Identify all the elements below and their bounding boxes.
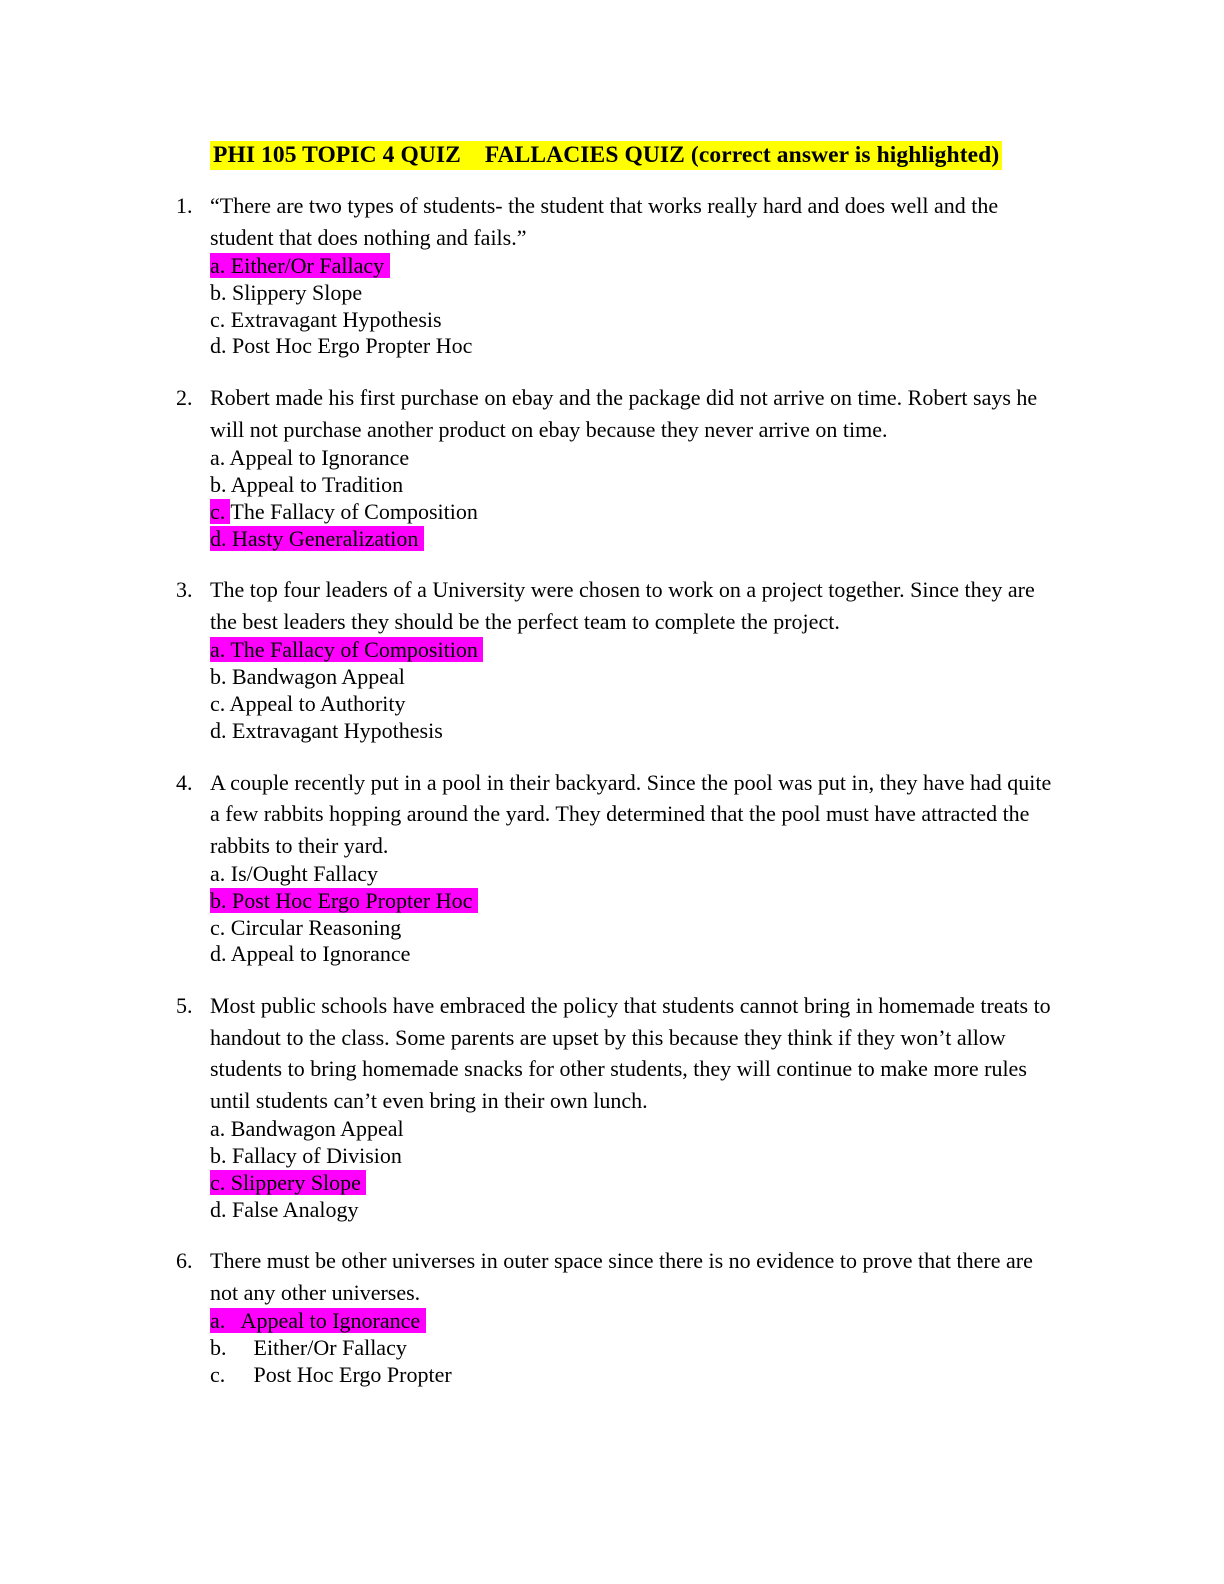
question-body: A couple recently put in a pool in their… <box>210 767 1065 969</box>
question-body: There must be other universes in outer s… <box>210 1245 1065 1388</box>
answer-option-label: c. <box>210 306 226 332</box>
answer-option[interactable]: b. Fallacy of Division <box>210 1143 1065 1170</box>
answer-option-text: Bandwagon Appeal <box>225 1116 404 1142</box>
answer-option-label: c. <box>210 690 226 716</box>
answer-option-text: Appeal to Ignorance <box>226 941 411 967</box>
answer-option[interactable]: d. False Analogy <box>210 1197 1065 1224</box>
answer-option[interactable]: a. Appeal to Ignorance <box>210 445 1065 472</box>
answer-option-label: d. <box>210 717 227 743</box>
question-block: 3. The top four leaders of a University w… <box>0 574 1224 744</box>
correct-answer-highlight: c. Slippery Slope <box>210 1169 367 1195</box>
question-stem: A couple recently put in a pool in their… <box>210 769 1052 858</box>
correct-answer-highlight: b. Post Hoc Ergo Propter Hoc <box>210 887 478 913</box>
answer-option-label: a. <box>210 1116 226 1142</box>
answer-option[interactable]: d. Post Hoc Ergo Propter Hoc <box>210 333 1065 360</box>
answer-option-label: b. <box>210 1143 227 1169</box>
question-block: 1. “There are two types of students- the … <box>0 190 1224 360</box>
question-block: 5. Most public schools have embraced the … <box>0 990 1224 1223</box>
answer-option-text: Appeal to Ignorance <box>225 445 410 471</box>
question-list: 1. “There are two types of students- the … <box>0 190 1224 1411</box>
answer-option-label: d. <box>210 1196 227 1222</box>
answer-option-text: Appeal to Authority <box>225 690 406 716</box>
answer-option-list: a. The Fallacy of Composition b. Bandwag… <box>210 637 1065 744</box>
question-stem: “There are two types of students- the st… <box>210 193 999 250</box>
answer-option-label: d. <box>210 941 227 967</box>
answer-option-label: b. <box>210 1335 227 1361</box>
answer-option[interactable]: c. Circular Reasoning <box>210 915 1065 942</box>
answer-option[interactable]: a. Is/Ought Fallacy <box>210 861 1065 888</box>
question-stem: Robert made his first purchase on ebay a… <box>210 385 1038 442</box>
answer-option[interactable]: b. Either/Or Fallacy <box>210 1335 1065 1362</box>
answer-option[interactable]: b. Bandwagon Appeal <box>210 664 1065 691</box>
answer-option-label: a. <box>210 445 226 471</box>
answer-option[interactable]: c. The Fallacy of Composition <box>210 498 1065 526</box>
question-body: “There are two types of students- the st… <box>210 190 1065 360</box>
answer-option-label: c. <box>210 1362 226 1388</box>
answer-option-text: Extravagant Hypothesis <box>225 306 442 332</box>
answer-option-text: Either/Or Fallacy <box>248 1335 407 1361</box>
question-number: 5. <box>176 993 193 1019</box>
question-stem: Most public schools have embraced the po… <box>210 993 1051 1113</box>
answer-option-label: b. <box>210 279 227 305</box>
question-body: Most public schools have embraced the po… <box>210 990 1065 1223</box>
question-number: 3. <box>176 577 193 603</box>
answer-option-text: Bandwagon Appeal <box>226 664 405 690</box>
answer-option-text: Circular Reasoning <box>225 914 402 940</box>
question-number: 4. <box>176 769 193 795</box>
question-stem: The top four leaders of a University wer… <box>210 577 1035 634</box>
answer-option-text: Slippery Slope <box>226 279 363 305</box>
answer-option[interactable]: c. Extravagant Hypothesis <box>210 307 1065 334</box>
answer-option-text: Extravagant Hypothesis <box>226 717 443 743</box>
question-number: 1. <box>176 193 193 218</box>
answer-option-text: Fallacy of Division <box>226 1143 402 1169</box>
correct-answer-highlight: a. Either/Or Fallacy <box>210 253 390 278</box>
answer-option-label: d. <box>210 333 227 359</box>
question-stem: There must be other universes in outer s… <box>210 1248 1033 1305</box>
page-title: PHI 105 TOPIC 4 QUIZ FALLACIES QUIZ (cor… <box>210 140 1003 170</box>
answer-option-label: b. <box>210 664 227 690</box>
answer-option[interactable]: a. Either/Or Fallacy <box>210 253 1065 280</box>
answer-option-text: False Analogy <box>226 1196 359 1222</box>
correct-answer-highlight: a. The Fallacy of Composition <box>210 637 484 663</box>
answer-option-list: a. Appeal to Ignorance b. Either/Or Fall… <box>210 1308 1065 1388</box>
answer-option-label: a. <box>210 861 226 887</box>
answer-option-text: Post Hoc Ergo Propter Hoc <box>226 333 473 359</box>
answer-option[interactable]: c. Post Hoc Ergo Propter <box>210 1362 1065 1389</box>
question-body: Robert made his first purchase on ebay a… <box>210 382 1065 552</box>
answer-option-label: b. <box>210 471 227 497</box>
question-number: 2. <box>176 385 193 411</box>
question-block: 2. Robert made his first purchase on ebay… <box>0 382 1224 552</box>
answer-option[interactable]: a. Bandwagon Appeal <box>210 1116 1065 1143</box>
answer-option-text: The Fallacy of Composition <box>230 498 478 524</box>
answer-option[interactable]: d. Appeal to Ignorance <box>210 941 1065 968</box>
answer-option[interactable]: d. Hasty Generalization <box>210 525 1065 553</box>
answer-option-label-highlight: c. <box>210 498 231 524</box>
answer-option-label: c. <box>210 914 226 940</box>
answer-option[interactable]: a. The Fallacy of Composition <box>210 637 1065 664</box>
answer-option-text: Post Hoc Ergo Propter <box>248 1362 452 1388</box>
answer-option[interactable]: a. Appeal to Ignorance <box>210 1308 1065 1335</box>
answer-option[interactable]: b. Slippery Slope <box>210 280 1065 307</box>
question-block: 4. A couple recently put in a pool in the… <box>0 767 1224 969</box>
correct-answer-highlight: d. Hasty Generalization <box>210 525 424 551</box>
answer-option[interactable]: c. Appeal to Authority <box>210 691 1065 718</box>
page-title-text: PHI 105 TOPIC 4 QUIZ FALLACIES QUIZ (cor… <box>210 141 1003 170</box>
answer-option-text: Is/Ought Fallacy <box>225 861 379 887</box>
answer-option[interactable]: c. Slippery Slope <box>210 1169 1065 1197</box>
answer-option-text: Appeal to Tradition <box>226 471 404 497</box>
question-number: 6. <box>176 1248 193 1274</box>
question-body: The top four leaders of a University wer… <box>210 574 1065 744</box>
question-block: 6. There must be other universes in outer… <box>0 1245 1224 1388</box>
correct-answer-highlight: a. Appeal to Ignorance <box>210 1308 426 1334</box>
answer-option[interactable]: b. Post Hoc Ergo Propter Hoc <box>210 887 1065 915</box>
answer-option[interactable]: b. Appeal to Tradition <box>210 472 1065 499</box>
answer-option[interactable]: d. Extravagant Hypothesis <box>210 718 1065 745</box>
